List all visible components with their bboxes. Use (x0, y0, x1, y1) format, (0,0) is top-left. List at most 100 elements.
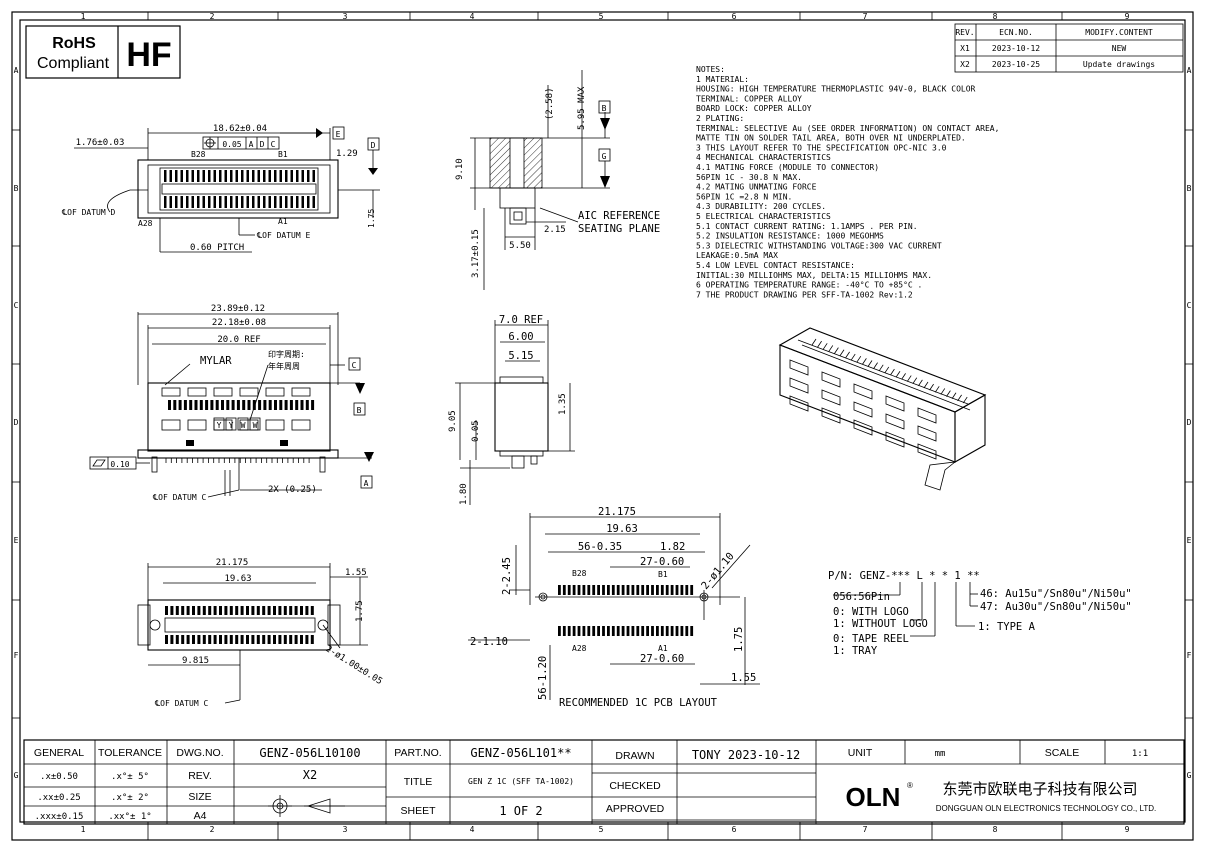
bottom-pin-b (251, 606, 255, 615)
fcf-datum-c: C (271, 140, 276, 149)
pcb-pad-b (641, 585, 645, 595)
dim-1-29: 1.29 (336, 149, 358, 159)
dim-0-05: 0.05 (471, 420, 481, 442)
pcb-pad-b (680, 585, 684, 595)
contact-pin-a (202, 196, 205, 208)
bottom-pin-a (294, 635, 298, 644)
pcb-pad-b (656, 585, 659, 595)
dim-21-175-bottom: 21.175 (216, 558, 249, 568)
iso-pin (884, 366, 890, 374)
dim-19-63-bottom: 19.63 (224, 574, 251, 584)
note-line: LEAKAGE:0.5mA MAX (696, 251, 778, 260)
dim-18-62: 18.62±0.04 (213, 124, 267, 134)
contact-pin-b (290, 170, 293, 182)
company-logo: OLN (846, 782, 901, 812)
note-line: 4.2 MATING UNMATING FORCE (696, 183, 817, 192)
pcb-pad-b (562, 585, 566, 595)
bottom-pin-b (186, 606, 190, 615)
bottom-pin-a (246, 635, 249, 644)
rev-header-rev: REV. (955, 28, 974, 37)
contact-pin-a (224, 196, 227, 208)
dim-1-55-bottom: 1.55 (345, 568, 367, 578)
dim-2-2-45: 2-2.45 (501, 557, 513, 595)
datum-e-box: E (336, 130, 341, 139)
tb-unit-label: UNIT (848, 747, 873, 759)
contact-pin-b (241, 170, 244, 182)
note-line: 5.3 DIELECTRIC WITHSTANDING VOLTAGE:300 … (696, 241, 942, 250)
tb-general: GENERAL (34, 747, 84, 759)
pcb-pad-a (562, 626, 566, 636)
iso-pin (940, 388, 946, 395)
window-slot-top (213, 387, 233, 397)
pcb-pad-b (567, 585, 571, 595)
pcb-pad-b (597, 585, 600, 595)
contact-pin-b (279, 170, 282, 182)
column-marker-bottom: 2 (210, 825, 215, 834)
column-marker-bottom: 6 (732, 825, 737, 834)
iso-window (917, 425, 937, 442)
pcb-pad-a (597, 626, 600, 636)
column-marker-bottom: 9 (1125, 825, 1130, 834)
bottom-pin-a (300, 635, 303, 644)
iso-window (789, 395, 809, 412)
dim-1-76: 1.76±0.03 (76, 138, 125, 148)
note-line: 1 MATERIAL: (696, 75, 749, 84)
iso-pin (895, 371, 901, 378)
tb-drawn: TONY 2023-10-12 (692, 748, 800, 762)
end-view: 7.0 REF 6.00 5.15 9.05 0.05 1.35 1.80 (448, 314, 575, 505)
column-marker-bottom: 3 (343, 825, 348, 834)
pcb-pad-a (582, 626, 586, 636)
tb-checked-label: CHECKED (609, 780, 661, 792)
iso-pin (856, 355, 862, 363)
terminal-tail (305, 400, 309, 410)
rev-row1-rev: X1 (960, 44, 970, 53)
print-cycle-cn: 印字周期: (268, 349, 305, 359)
iso-pin (873, 362, 878, 369)
iso-window (885, 413, 905, 430)
row-marker-right: A (1187, 66, 1192, 75)
note-line: BOARD LOCK: COPPER ALLOY (696, 104, 812, 113)
bottom-pin-b (224, 606, 228, 615)
dim-3-17: 3.17±0.15 (471, 229, 481, 278)
terminal-tail (215, 400, 219, 410)
pcb-pad-b (670, 585, 674, 595)
rev-row1-date: 2023-10-12 (992, 44, 1040, 53)
pcb-pad-a (670, 626, 674, 636)
iso-window (917, 407, 937, 424)
pn-logo-0: 0: WITH LOGO (833, 606, 909, 618)
tb-drawn-label: DRAWN (615, 750, 654, 762)
bottom-pin-b (262, 606, 266, 615)
contact-pin-b (213, 170, 216, 182)
bottom-pin-b (310, 606, 314, 615)
contact-pin-a (164, 196, 167, 208)
tb-rev-label: REV. (188, 770, 212, 782)
bottom-pin-a (235, 635, 239, 644)
window-slot-top (291, 387, 311, 397)
row-marker-right: F (1187, 651, 1192, 660)
column-marker-top: 5 (599, 12, 604, 21)
bottom-pin-a (310, 635, 314, 644)
iso-pin (918, 379, 923, 387)
bottom-pin-b (175, 606, 179, 615)
pcb-pad-a (675, 626, 679, 636)
bottom-pin-b (213, 606, 217, 615)
bottom-pin-b (273, 606, 276, 615)
row-marker-left: D (14, 418, 19, 427)
bottom-pin-a (219, 635, 222, 644)
iso-pin (878, 364, 884, 372)
note-line: 6 OPERATING TEMPERATURE RANGE: -40°C TO … (696, 281, 922, 290)
terminal-tail (252, 400, 256, 410)
contact-pin-b (285, 170, 288, 182)
tb-tol-angle-2: .x°± 2° (111, 793, 149, 803)
contact-pin-a (268, 196, 271, 208)
column-marker-bottom: 4 (470, 825, 475, 834)
contact-pin-a (252, 196, 255, 208)
pcb-pin-a28: A28 (572, 644, 587, 653)
tb-scale-label: SCALE (1045, 747, 1079, 759)
iso-window (885, 395, 905, 412)
iso-pin (923, 381, 929, 389)
tb-title: GEN Z 1C (SFF TA-1002) (468, 777, 574, 786)
terminal-tail (274, 400, 277, 410)
